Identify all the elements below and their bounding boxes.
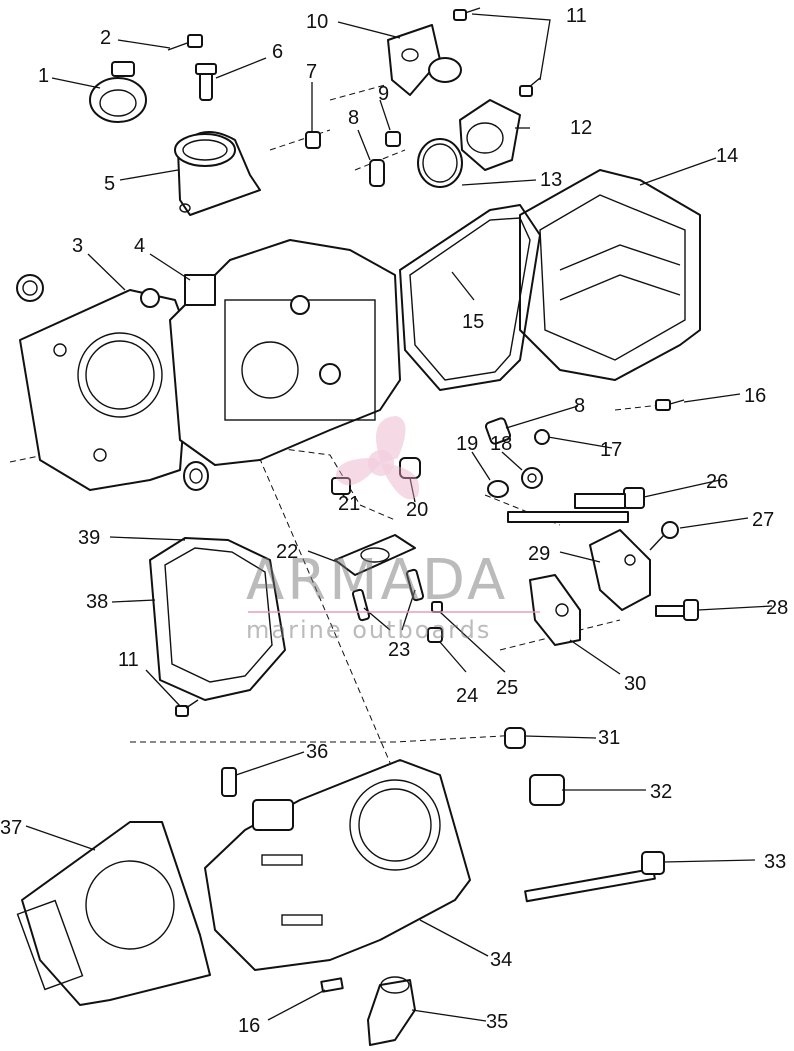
bolt-11-top <box>453 7 541 97</box>
callout-33: 33 <box>764 851 787 873</box>
thermostat-housing-12 <box>459 99 521 171</box>
callout-10: 10 <box>306 11 329 33</box>
elbow-35 <box>367 976 416 1046</box>
intake-boot-part <box>174 131 261 216</box>
bolt-2 <box>167 34 203 51</box>
watermark-underline <box>248 611 540 613</box>
base-gasket-37 <box>16 821 211 1006</box>
callout-8-right: 8 <box>574 395 586 417</box>
callout-26: 26 <box>706 471 729 493</box>
callout-9: 9 <box>378 83 390 105</box>
screw-27 <box>649 521 679 551</box>
seal-ring-left <box>16 274 44 302</box>
callout-27: 27 <box>752 509 775 531</box>
leader-lines <box>25 13 773 1022</box>
cover-gasket-15 <box>399 204 541 391</box>
callout-17: 17 <box>600 439 623 461</box>
callout-37: 37 <box>0 817 23 839</box>
side-cover-38 <box>149 537 286 701</box>
callout-18: 18 <box>490 433 513 455</box>
callout-38: 38 <box>86 591 109 613</box>
cylinder-head-4 <box>169 239 401 466</box>
bracket-29 <box>589 529 651 611</box>
fitting-36 <box>221 767 237 797</box>
callout-11-lower: 11 <box>118 649 139 671</box>
grommet-part <box>183 461 209 491</box>
callout-12: 12 <box>570 117 593 139</box>
stud-6 <box>195 63 217 101</box>
callout-20: 20 <box>406 499 429 521</box>
bolt-21 <box>331 477 351 495</box>
callout-35: 35 <box>486 1011 509 1033</box>
callout-15: 15 <box>462 311 485 333</box>
watermark-tagline: marine outboards <box>246 616 492 644</box>
callout-24: 24 <box>456 685 479 707</box>
callout-34: 34 <box>490 949 513 971</box>
water-outlet-10 <box>387 24 462 96</box>
callout-16-lower: 16 <box>238 1015 261 1037</box>
callout-28: 28 <box>766 597 789 619</box>
callout-23: 23 <box>388 639 411 661</box>
small-parts-24-25 <box>427 601 443 643</box>
callout-2: 2 <box>100 27 112 49</box>
bolt-11-lower <box>175 699 199 717</box>
watermark-brand: ARMADA <box>246 548 509 613</box>
gasket-22 <box>334 534 416 576</box>
callout-3: 3 <box>72 235 84 257</box>
callout-39: 39 <box>78 527 101 549</box>
callout-21: 21 <box>338 493 361 515</box>
callout-29: 29 <box>528 543 551 565</box>
callout-5: 5 <box>104 173 116 195</box>
small-parts-8-9 <box>369 131 401 187</box>
bolt-28 <box>655 599 699 621</box>
valve-cover-14 <box>519 169 701 381</box>
callout-31: 31 <box>598 727 621 749</box>
head-gasket-3 <box>19 288 191 491</box>
callout-32: 32 <box>650 781 673 803</box>
callout-36: 36 <box>306 741 329 763</box>
tensioner-30 <box>529 574 581 646</box>
small-parts-16-19 <box>484 399 685 498</box>
o-ring-13 <box>417 138 463 188</box>
clamp-part <box>89 61 147 123</box>
callout-11-top: 11 <box>566 5 587 27</box>
callout-30: 30 <box>624 673 647 695</box>
cylinder-34 <box>204 759 471 971</box>
callout-19: 19 <box>456 433 479 455</box>
callout-22: 22 <box>276 541 299 563</box>
bolt-16-lower <box>320 977 344 993</box>
armada-logo-watermark <box>335 416 420 500</box>
callout-16-right: 16 <box>744 385 767 407</box>
callout-6: 6 <box>272 41 284 63</box>
long-bolt-26 <box>507 487 645 523</box>
parts-31-33 <box>504 727 665 903</box>
callout-1: 1 <box>38 65 50 87</box>
callout-14: 14 <box>716 145 739 167</box>
callout-4: 4 <box>134 235 146 257</box>
callout-8-top: 8 <box>348 107 360 129</box>
callout-25: 25 <box>496 677 519 699</box>
dowel-7 <box>305 131 321 149</box>
callout-7: 7 <box>306 61 318 83</box>
callout-13: 13 <box>540 169 563 191</box>
